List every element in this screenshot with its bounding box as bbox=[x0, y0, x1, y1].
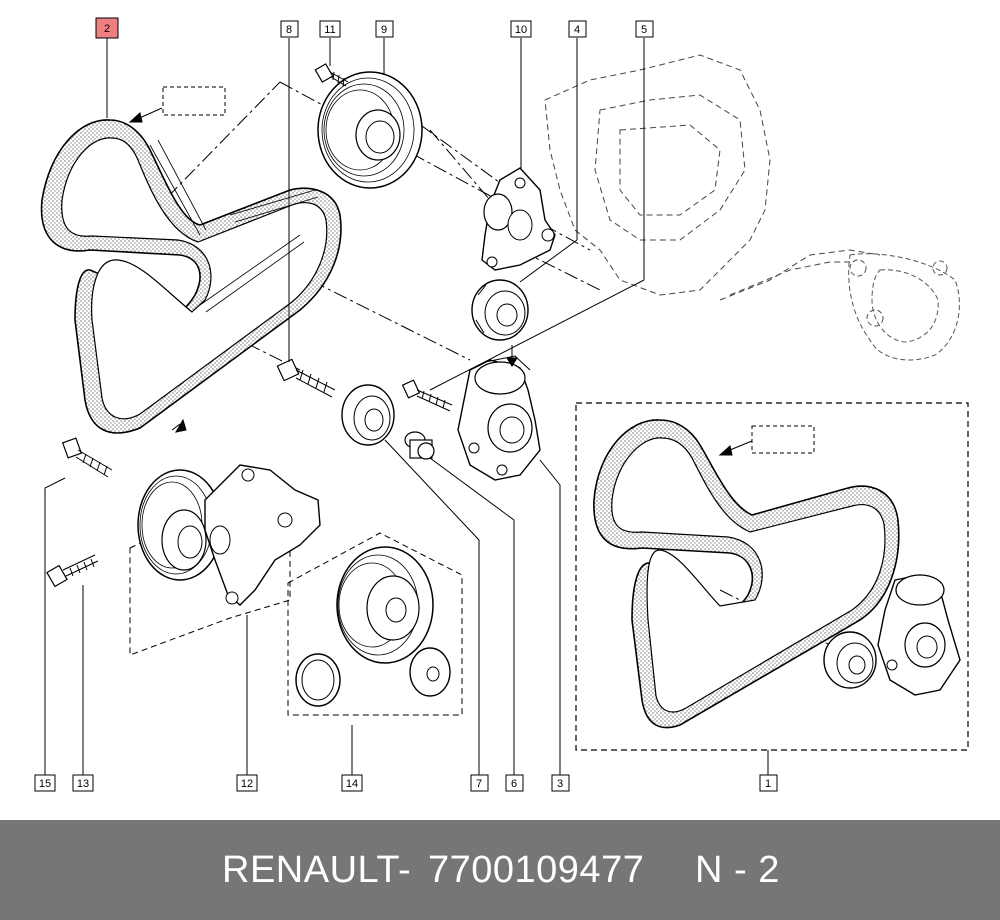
bolt-8 bbox=[276, 358, 336, 398]
callout-10: 10 bbox=[515, 24, 527, 36]
callout-7-group: 7 bbox=[470, 774, 489, 792]
tensioner-bracket-12 bbox=[137, 464, 321, 606]
idler-7 bbox=[341, 384, 395, 446]
callout-8: 8 bbox=[286, 24, 292, 36]
callout-12-group: 12 bbox=[236, 774, 258, 792]
roller-4 bbox=[471, 279, 529, 341]
callout-3-group: 3 bbox=[551, 774, 570, 792]
kit-roller bbox=[823, 631, 877, 689]
callout-12: 12 bbox=[241, 778, 253, 790]
pulley-9 bbox=[317, 71, 423, 189]
bolt-11 bbox=[314, 63, 349, 87]
callout-10-group: 10 bbox=[510, 20, 532, 38]
callout-box-2-highlight bbox=[95, 17, 119, 39]
callout-11: 11 bbox=[324, 24, 335, 36]
callout-14: 14 bbox=[346, 778, 358, 790]
tensioner-kit-outline bbox=[287, 532, 463, 716]
kit-tensioner bbox=[877, 574, 961, 696]
callout-15: 15 bbox=[39, 778, 51, 790]
part-number: 7700109477 bbox=[428, 849, 645, 891]
page-reference: N - 2 bbox=[695, 849, 780, 891]
bracket-10 bbox=[481, 167, 556, 271]
parts-diagram: 2 8 11 9 10 4 5 15 13 12 14 7 bbox=[34, 17, 969, 792]
callout-3: 3 bbox=[557, 778, 563, 790]
callout-14-group: 14 bbox=[341, 774, 363, 792]
callout-15-group: 15 bbox=[34, 774, 56, 792]
callout-8-group: 8 bbox=[280, 20, 299, 38]
callout-6: 6 bbox=[511, 778, 517, 790]
callout-11-group: 11 bbox=[319, 20, 341, 38]
callout-1: 1 bbox=[765, 778, 771, 790]
callout-6-group: 6 bbox=[505, 774, 524, 792]
callout-9: 9 bbox=[381, 24, 387, 36]
reference-label-box-upper bbox=[162, 86, 226, 116]
callout-4-group: 4 bbox=[568, 20, 587, 38]
callout-1-group: 1 bbox=[759, 774, 778, 792]
callout-7: 7 bbox=[476, 778, 482, 790]
bolt-15 bbox=[61, 437, 113, 478]
callout-2: 2 bbox=[104, 23, 110, 35]
callout-5-group: 5 bbox=[635, 20, 654, 38]
belt-kit-outline bbox=[575, 402, 969, 751]
leader-lines bbox=[44, 38, 769, 775]
callout-13: 13 bbox=[77, 778, 89, 790]
reference-label-box-kit bbox=[751, 425, 815, 454]
drive-belt-main bbox=[40, 119, 342, 434]
tensioner-3 bbox=[457, 355, 541, 481]
brand-name: RENAULT bbox=[222, 849, 401, 891]
footer-separator: - bbox=[398, 849, 412, 891]
spacer-6 bbox=[404, 431, 435, 460]
drive-belt-kit bbox=[593, 419, 900, 729]
footer-bar: RENAULT - 7700109477 N - 2 bbox=[0, 820, 1000, 920]
engine-block bbox=[544, 54, 881, 301]
arrow-indicators bbox=[128, 107, 753, 456]
callout-13-group: 13 bbox=[72, 774, 94, 792]
callout-9-group: 9 bbox=[375, 20, 394, 38]
alternator-housing bbox=[848, 253, 960, 361]
pulley-kit-14 bbox=[295, 546, 451, 707]
callout-5: 5 bbox=[641, 24, 647, 36]
callout-4: 4 bbox=[574, 24, 580, 36]
bolt-5 bbox=[401, 379, 453, 412]
bolt-13 bbox=[46, 554, 99, 588]
